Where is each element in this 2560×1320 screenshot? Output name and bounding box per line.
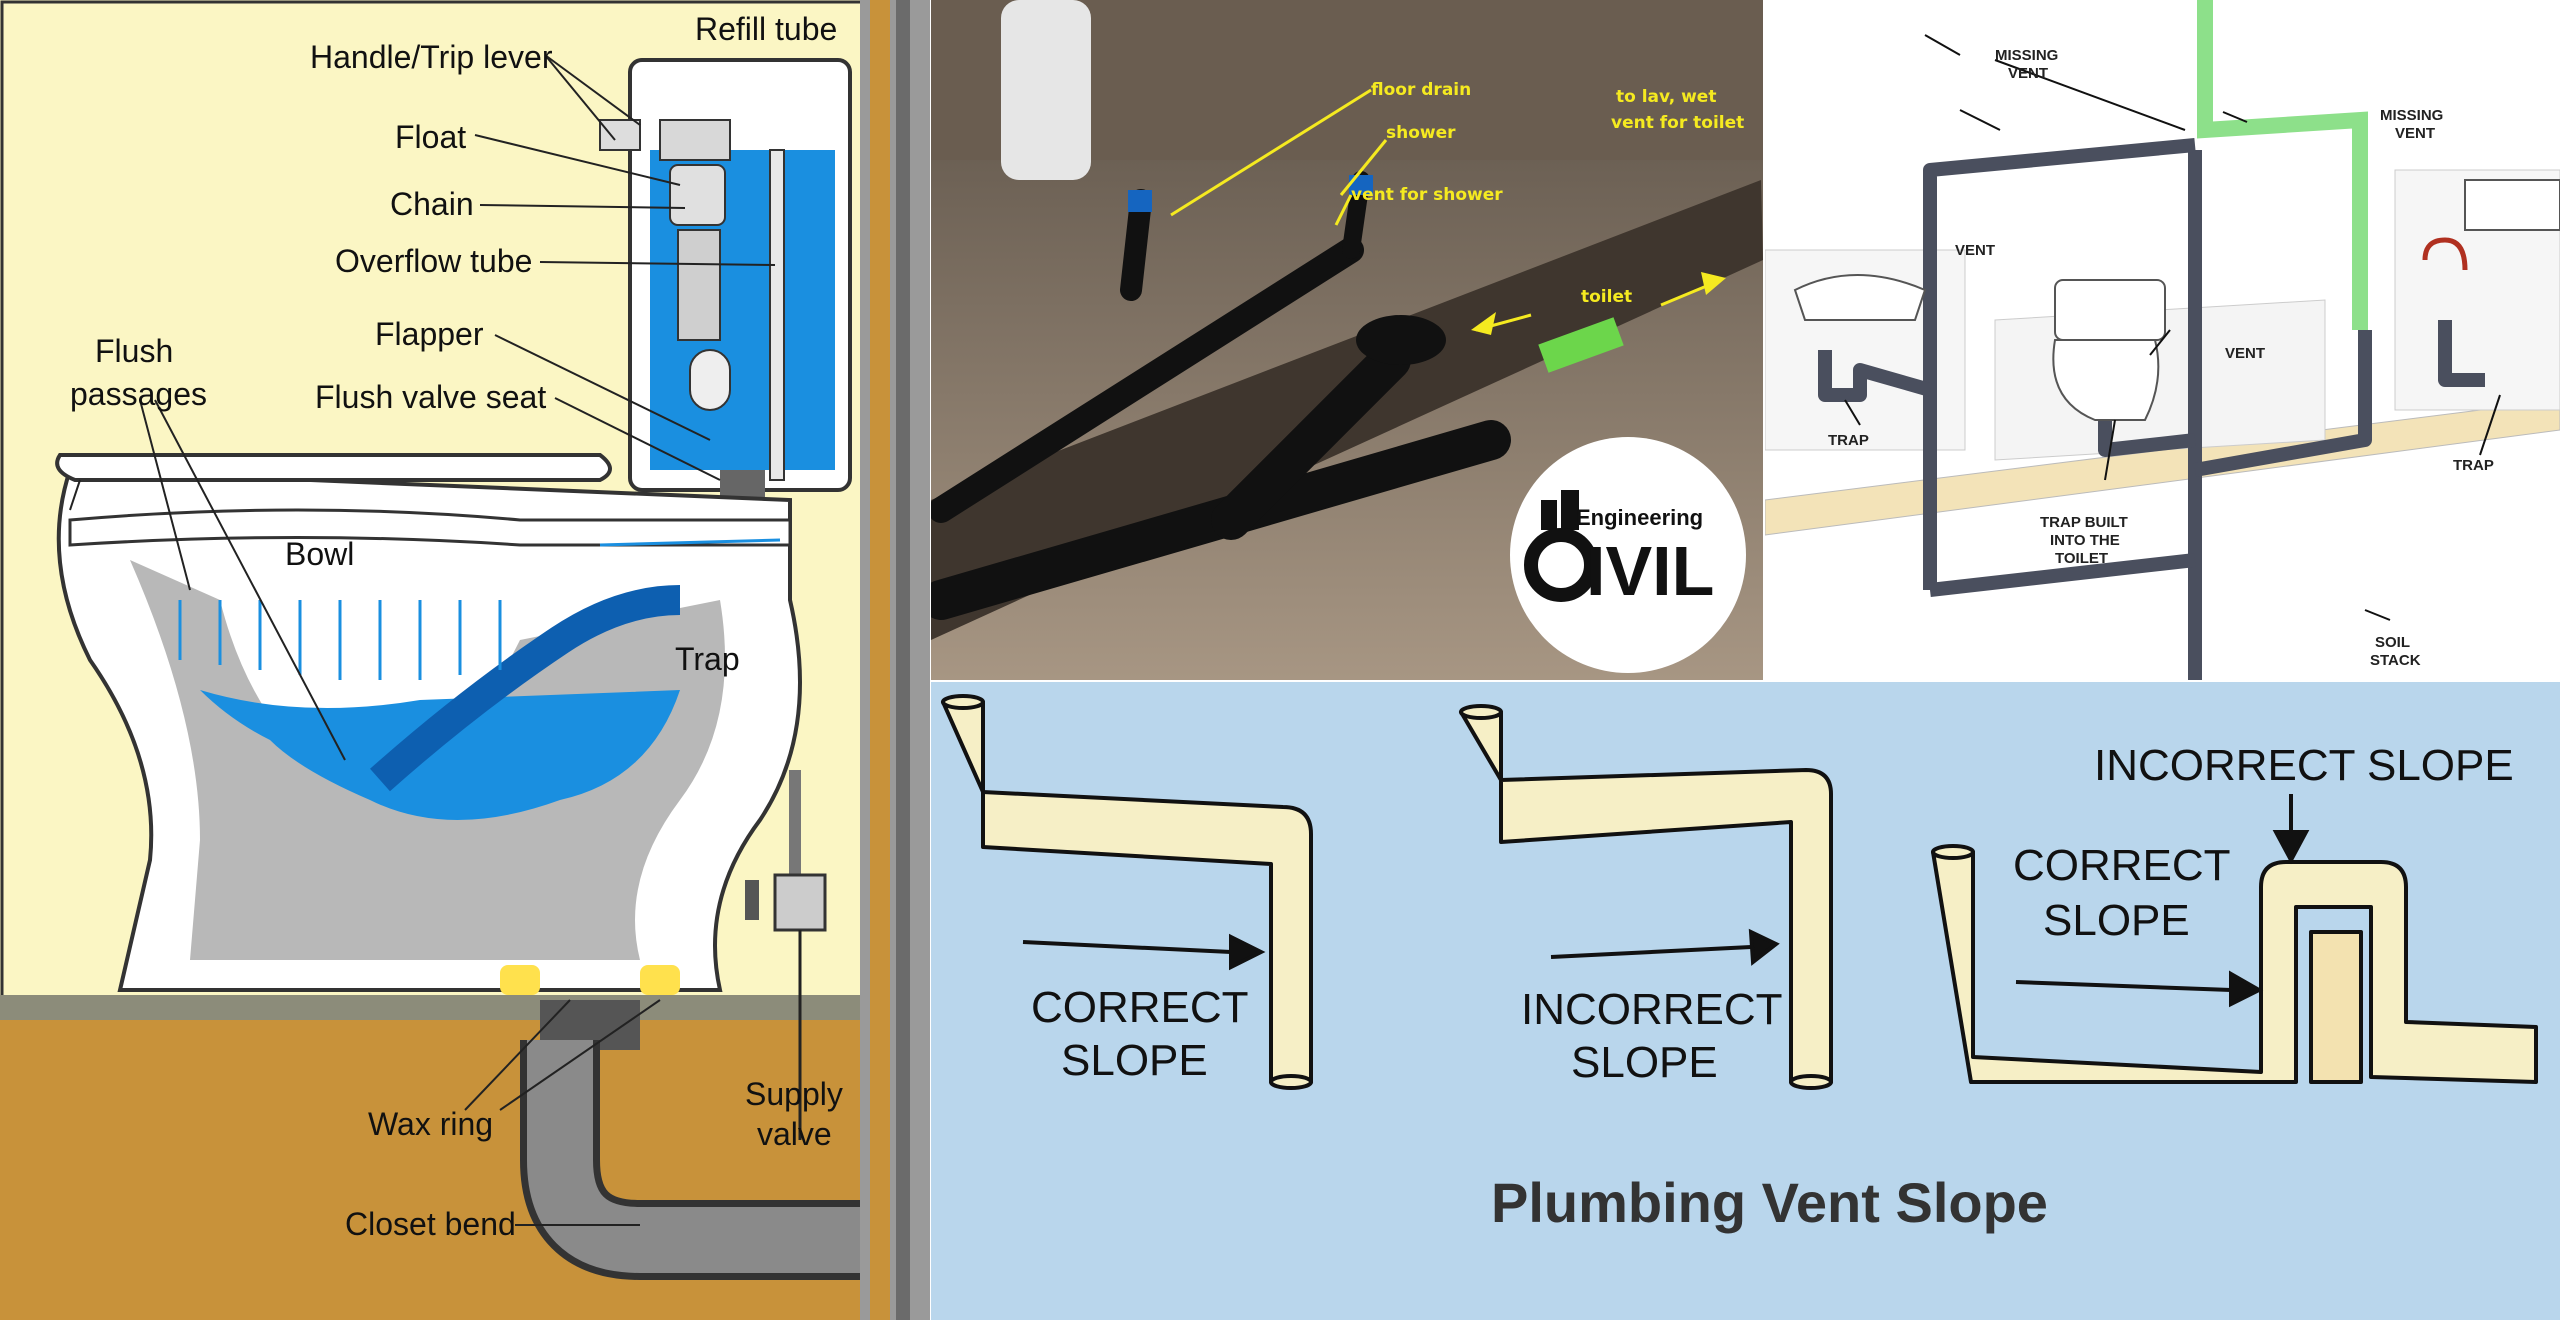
label-missing-vent-top-line1: MISSING — [1995, 47, 2058, 64]
label-vent-for-shower: vent for shower — [1351, 185, 1503, 205]
label-supply-line2: valve — [757, 1116, 832, 1152]
label-correct-slope-3-line1: CORRECT — [2013, 841, 2231, 890]
label-correct-slope-1-line2: SLOPE — [1061, 1036, 1208, 1085]
label-trap-toilet-line1: TRAP BUILT — [2040, 514, 2128, 531]
label-chain: Chain — [390, 186, 474, 222]
label-closet-bend: Closet bend — [345, 1206, 516, 1242]
label-incorrect-slope-top: INCORRECT SLOPE — [2094, 741, 2514, 790]
label-supply-line1: Supply — [745, 1076, 843, 1112]
label-incorrect-slope-line1: INCORRECT — [1521, 985, 1783, 1034]
label-refill-tube: Refill tube — [695, 11, 837, 47]
label-shower: shower — [1386, 123, 1456, 143]
pipe-installation-photo: floor drain shower vent for shower to la… — [931, 0, 1763, 680]
label-soil-stack-line2: STACK — [2370, 652, 2421, 669]
engineering-civil-logo: Engineering IVIL — [1510, 437, 1746, 673]
label-flush-passages-line1: Flush — [95, 333, 173, 369]
label-flapper: Flapper — [375, 316, 484, 352]
label-correct-slope-3-line2: SLOPE — [2043, 896, 2190, 945]
bathroom-vent-diagram: MISSING VENT MISSING VENT VENT VENT TRAP… — [1765, 0, 2560, 680]
label-vent-center: VENT — [2225, 345, 2265, 362]
label-trap-left: TRAP — [1828, 432, 1869, 449]
label-overflow-tube: Overflow tube — [335, 243, 532, 279]
label-handle: Handle/Trip lever — [310, 39, 553, 75]
label-wax-ring: Wax ring — [368, 1106, 493, 1142]
label-flush-valve-seat: Flush valve seat — [315, 379, 546, 415]
label-flush-passages-line2: passages — [70, 376, 207, 412]
label-bowl: Bowl — [285, 536, 354, 572]
label-floor-drain: floor drain — [1371, 80, 1471, 100]
label-correct-slope-1-line1: CORRECT — [1031, 983, 1249, 1032]
label-float: Float — [395, 119, 466, 155]
label-vent-left: VENT — [1955, 242, 1995, 259]
label-to-lav-line1: to lav, wet — [1616, 87, 1716, 107]
toilet-cutaway-diagram: Refill tube Handle/Trip lever Float Chai… — [0, 0, 930, 1320]
label-missing-vent-right-line1: MISSING — [2380, 107, 2443, 124]
label-to-lav-line2: vent for toilet — [1611, 113, 1744, 133]
label-missing-vent-top-line2: VENT — [2008, 65, 2048, 82]
label-soil-stack-line1: SOIL — [2375, 634, 2410, 651]
label-trap-toilet-line2: INTO THE — [2050, 532, 2120, 549]
logo-engineering-text: Engineering — [1576, 505, 1703, 530]
slope-diagram-title: Plumbing Vent Slope — [1491, 1171, 2048, 1234]
logo-civil-text: IVIL — [1586, 532, 1714, 610]
label-trap-right: TRAP — [2453, 457, 2494, 474]
label-trap: Trap — [675, 641, 740, 677]
label-trap-toilet-line3: TOILET — [2055, 550, 2108, 567]
label-missing-vent-right-line2: VENT — [2395, 125, 2435, 142]
label-incorrect-slope-line2: SLOPE — [1571, 1038, 1718, 1087]
vent-slope-diagram: CORRECT SLOPE INCORRECT SLOPE CORRECT SL… — [931, 682, 2560, 1320]
label-toilet: toilet — [1581, 287, 1632, 307]
